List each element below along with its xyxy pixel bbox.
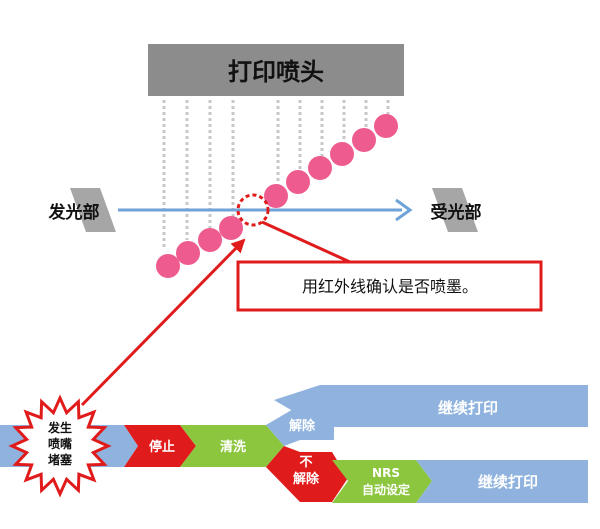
continue-band-top xyxy=(274,385,588,427)
receiver-prism-icon xyxy=(432,188,478,232)
clog-arrow xyxy=(80,238,246,407)
callout-pointer xyxy=(261,220,351,264)
stop-step xyxy=(124,425,196,467)
missing-droplet-marker xyxy=(236,193,270,227)
ink-droplet xyxy=(330,142,354,166)
nrs-step xyxy=(332,460,432,503)
continue-band-bottom xyxy=(416,460,588,503)
clog-label-line1: 发生 xyxy=(47,420,72,435)
callout-box xyxy=(236,260,543,312)
print-head-title: 打印喷头 xyxy=(228,58,324,86)
ink-droplet xyxy=(156,254,180,278)
ink-droplet xyxy=(176,241,200,265)
emitter-label: 发光部 xyxy=(48,202,100,223)
continue-label-top: 继续打印 xyxy=(438,399,498,417)
nrs-label-line2: 自动设定 xyxy=(362,482,410,497)
ink-droplet xyxy=(374,114,398,138)
clog-label-line3: 堵塞 xyxy=(48,452,73,467)
continue-label-bottom: 继续打印 xyxy=(478,473,538,491)
resolved-label: 解除 xyxy=(288,418,316,434)
ink-droplet xyxy=(264,184,288,208)
ink-droplet xyxy=(286,170,310,194)
stop-label: 停止 xyxy=(149,439,175,455)
receiver-label: 受光部 xyxy=(431,202,482,223)
callout-text: 用红外线确认是否喷墨。 xyxy=(302,277,478,296)
unresolved-label-line2: 解除 xyxy=(292,471,320,487)
clog-label-line2: 喷嘴 xyxy=(48,436,72,451)
clean-label: 清洗 xyxy=(220,439,246,455)
beam-arrowhead-icon xyxy=(395,198,413,222)
nozzle-clog-burst-icon xyxy=(8,394,112,498)
ink-droplet xyxy=(198,228,222,252)
emitter-prism-icon xyxy=(70,188,116,232)
resolved-branch xyxy=(266,405,334,446)
ink-droplet xyxy=(219,216,243,240)
ink-droplet xyxy=(352,128,376,152)
ink-droplet xyxy=(308,156,332,180)
clean-step xyxy=(180,425,284,467)
nrs-label-line1: NRS xyxy=(372,466,400,480)
print-head-bar xyxy=(148,44,404,96)
unresolved-branch xyxy=(266,446,348,502)
unresolved-label-line1: 不 xyxy=(299,455,312,470)
ink-droplets xyxy=(156,114,398,278)
